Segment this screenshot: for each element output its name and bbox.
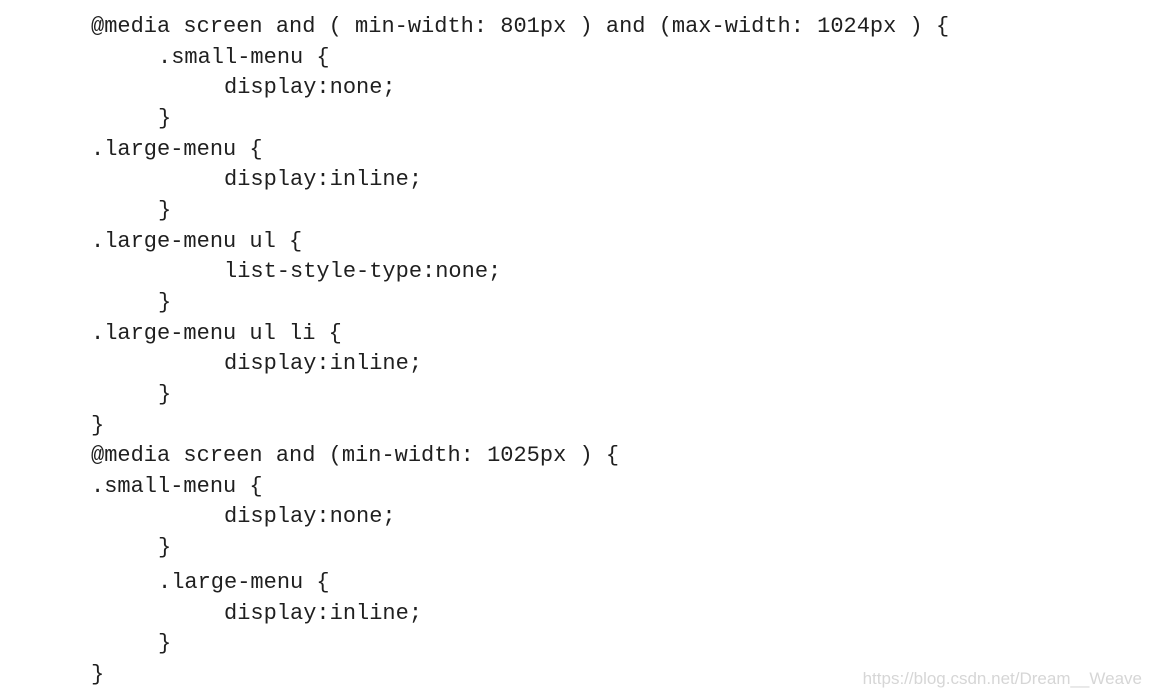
code-line-22: }	[91, 662, 105, 687]
code-line-17: display:none;	[224, 504, 396, 529]
code-line-8: .large-menu ul {	[91, 229, 303, 254]
code-line-12: display:inline;	[224, 351, 423, 376]
watermark-text: https://blog.csdn.net/Dream__Weave	[862, 669, 1142, 688]
code-line-6: display:inline;	[224, 167, 423, 192]
code-line-15: @media screen and (min-width: 1025px ) {	[91, 443, 620, 468]
code-line-4: }	[158, 106, 172, 131]
code-line-14: }	[91, 413, 105, 438]
code-line-9: list-style-type:none;	[224, 259, 502, 284]
code-line-13: }	[158, 382, 172, 407]
code-line-18: }	[158, 535, 172, 560]
code-line-20: display:inline;	[224, 601, 423, 626]
code-line-7: }	[158, 198, 172, 223]
code-line-16: .small-menu {	[91, 474, 263, 499]
code-line-21: }	[158, 631, 172, 656]
code-line-5: .large-menu {	[91, 137, 263, 162]
code-line-11: .large-menu ul li {	[91, 321, 342, 346]
code-line-19: .large-menu {	[158, 570, 330, 595]
code-line-2: .small-menu {	[158, 45, 330, 70]
code-line-3: display:none;	[224, 75, 396, 100]
code-line-1: @media screen and ( min-width: 801px ) a…	[91, 14, 950, 39]
code-line-10: }	[158, 290, 172, 315]
